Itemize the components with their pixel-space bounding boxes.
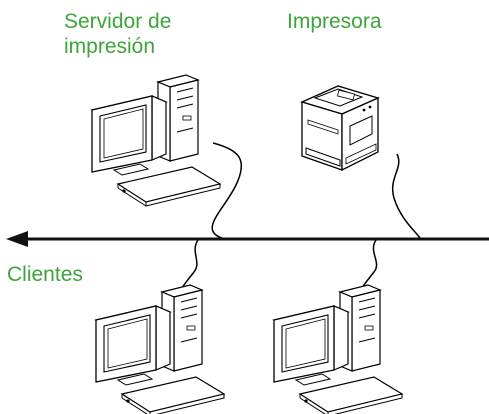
print-server-computer-icon (91, 74, 221, 207)
server-cable (211, 142, 243, 239)
print-server-label-line2: impresión (64, 35, 156, 58)
print-server-label: Servidor de impresión (64, 9, 171, 59)
network-arrow-icon (6, 231, 28, 247)
laser-printer-icon (300, 85, 380, 172)
print-server-label-line1: Servidor de (64, 10, 172, 33)
clients-label: Clientes (7, 263, 83, 286)
client-computer-2-icon (273, 284, 403, 414)
printer-cable (391, 153, 421, 239)
client-computer-1-icon (95, 284, 225, 414)
printer-label: Impresora (287, 10, 382, 33)
